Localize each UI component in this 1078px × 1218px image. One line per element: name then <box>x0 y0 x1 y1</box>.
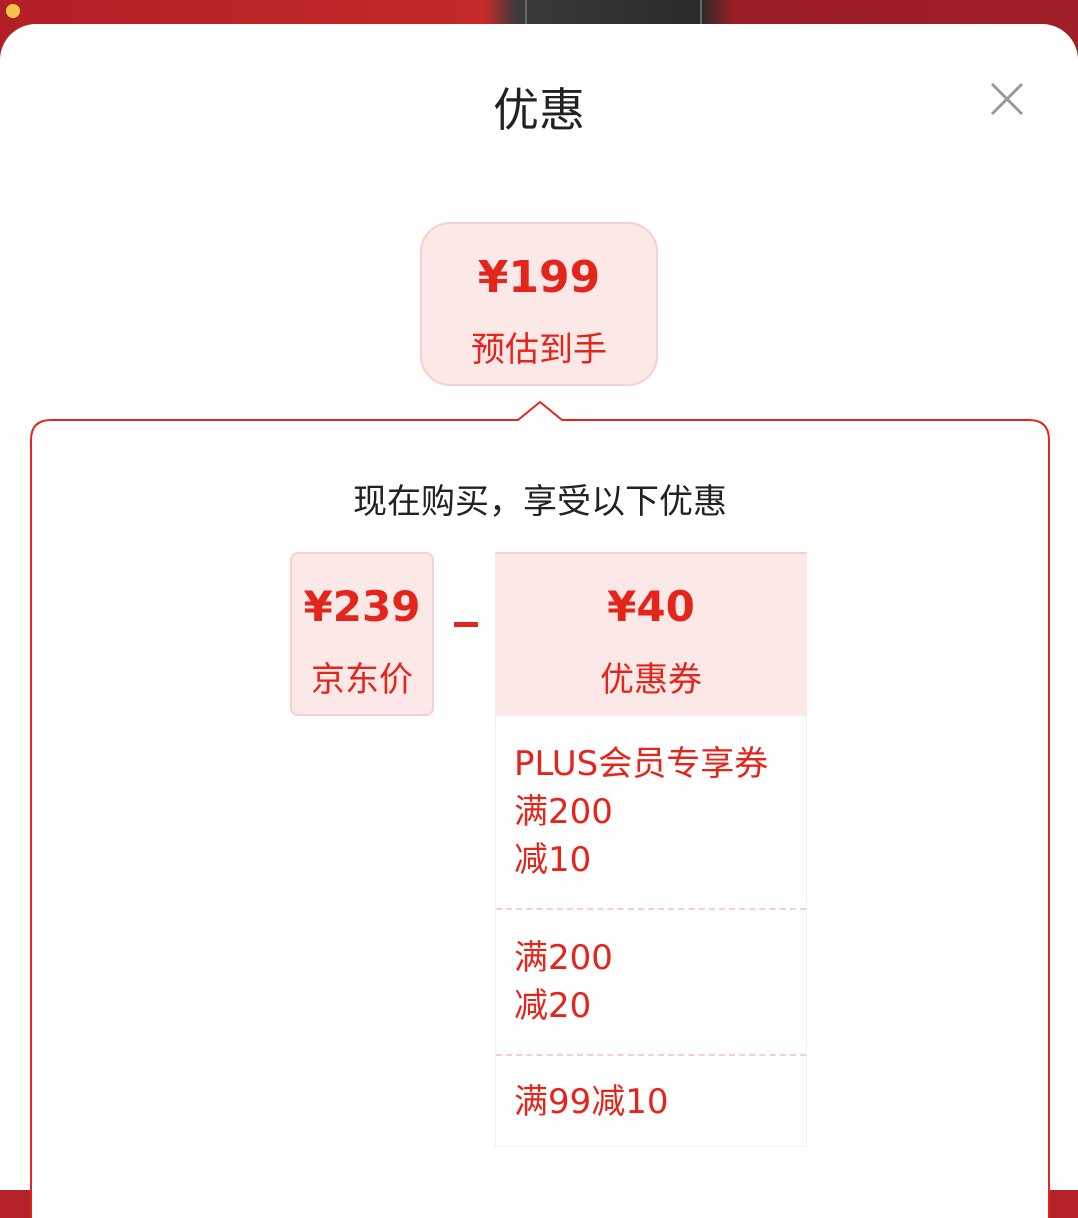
close-icon <box>990 82 1024 116</box>
discount-breakdown-card: 现在购买，享受以下优惠 ¥239 京东价 ¥40 优惠券 PLUS会员专享券 满… <box>30 398 1050 1218</box>
banner-dot <box>6 4 20 18</box>
coupon-total-box: ¥40 优惠券 <box>495 552 807 716</box>
jd-price-value: ¥239 <box>303 582 421 631</box>
breakdown-heading: 现在购买，享受以下优惠 <box>353 482 727 522</box>
coupon-line: 减10 <box>514 840 592 880</box>
estimated-price-label: 预估到手 <box>471 330 607 370</box>
sheet-title: 优惠 <box>493 83 585 137</box>
estimated-price: ¥199 <box>477 252 601 303</box>
coupon-line: 满99减10 <box>514 1082 669 1122</box>
coupon-line: 满200 <box>514 792 613 832</box>
coupon-line: 减20 <box>514 986 592 1026</box>
jd-price-box: ¥239 京东价 <box>290 552 434 716</box>
coupon-total-label: 优惠券 <box>600 660 702 700</box>
discount-sheet: 优惠 ¥199 预估到手 现在购买，享受以下优惠 ¥239 京东价 ¥40 优惠… <box>0 24 1078 1218</box>
coupon-total-value: ¥40 <box>607 582 695 631</box>
close-button[interactable] <box>984 76 1030 122</box>
estimated-price-bubble: ¥199 预估到手 <box>420 222 658 386</box>
minus-icon <box>454 622 478 627</box>
coupon-item: PLUS会员专享券 满200 减10 <box>496 716 806 910</box>
coupon-item: 满200 减20 <box>496 910 806 1056</box>
coupon-line: 满200 <box>514 938 613 978</box>
banner-stripe <box>525 0 527 30</box>
coupon-line: PLUS会员专享券 <box>514 744 769 784</box>
coupon-item: 满99减10 <box>496 1056 806 1146</box>
jd-price-label: 京东价 <box>311 660 413 700</box>
banner-stripe <box>700 0 702 30</box>
coupon-list: PLUS会员专享券 满200 减10 满200 减20 满99减10 <box>495 716 807 1147</box>
